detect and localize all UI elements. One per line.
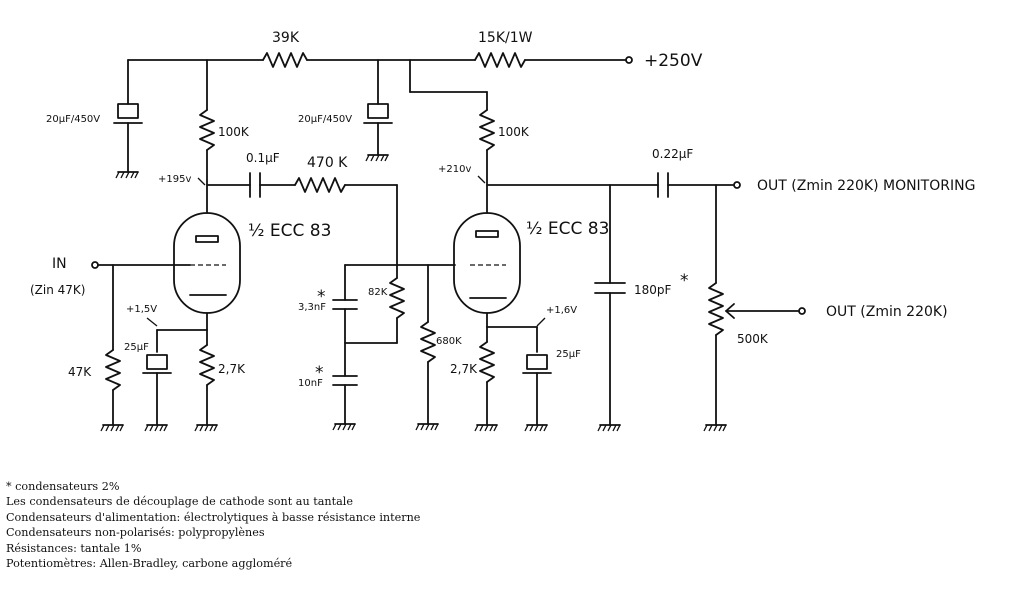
- c-25uf-left-label: 25µF: [124, 342, 149, 353]
- r-680k-label: 680K: [436, 336, 462, 347]
- plate-resistor-right: [409, 59, 495, 214]
- tone-network: [332, 264, 456, 431]
- cathode-network-right: [474, 312, 552, 432]
- c-022uf-label: 0.22µF: [652, 147, 693, 161]
- c-33nf-label: 3,3nF: [298, 302, 326, 313]
- pot-500k-label: 500K: [737, 332, 769, 346]
- r-27k-left-label: 2,7K: [218, 362, 246, 376]
- r-470k-label: 470 K: [307, 155, 348, 171]
- input-impedance-label: (Zin 47K): [30, 283, 85, 297]
- c-180pf-star: *: [680, 271, 689, 291]
- c-25uf-right-label: 25µF: [556, 349, 581, 360]
- note-line: Condensateurs non-polarisés: polypropylè…: [6, 526, 265, 540]
- note-line: * condensateurs 2%: [6, 480, 120, 493]
- cathode-network-left: [142, 312, 218, 432]
- input-network: [91, 261, 191, 432]
- c-20uf-left-label: 20µF/450V: [46, 114, 100, 125]
- input-label: IN: [52, 256, 67, 272]
- c-10nf-star: *: [315, 363, 324, 383]
- v-15-label: +1,5V: [126, 304, 157, 315]
- tube-left: [173, 212, 241, 314]
- c-20uf-mid-label: 20µF/450V: [298, 114, 352, 125]
- supply-capacitor-mid: [363, 59, 393, 162]
- coupling-network-left: [206, 172, 398, 279]
- r-82k-label: 82K: [368, 287, 388, 298]
- supply-voltage-label: +250V: [644, 51, 703, 71]
- note-line: Résistances: tantale 1%: [6, 541, 142, 555]
- preamp-schematic: 39K 15K/1W +250V 20µF/450V 20µF/450V 100…: [30, 30, 975, 432]
- component-notes: * condensateurs 2% Les condensateurs de …: [6, 479, 420, 571]
- note-line: Potentiomètres: Allen-Bradley, carbone a…: [6, 557, 293, 571]
- supply-capacitor-left: [113, 59, 143, 179]
- output-network: [486, 172, 806, 432]
- c-01uf-label: 0.1µF: [246, 151, 280, 165]
- v-210-label: +210v: [438, 164, 471, 175]
- v-195-label: +195v: [158, 174, 191, 185]
- r-39k-label: 39K: [272, 30, 300, 46]
- r-100k-left-label: 100K: [218, 125, 250, 139]
- tube-right-label: ½ ECC 83: [526, 219, 609, 239]
- r-47k-label: 47K: [68, 365, 92, 379]
- tube-left-label: ½ ECC 83: [248, 221, 331, 241]
- c-33nf-star: *: [317, 287, 326, 307]
- r-15k-label: 15K/1W: [478, 30, 533, 46]
- note-line: Les condensateurs de découplage de catho…: [6, 495, 353, 509]
- c-180pf-label: 180pF: [634, 283, 672, 297]
- out-main-label: OUT (Zmin 220K): [826, 304, 948, 320]
- plate-resistor-left: [199, 59, 215, 214]
- r-27k-right-label: 2,7K: [450, 362, 478, 376]
- supply-rail: [127, 52, 633, 68]
- tube-right: [453, 212, 521, 314]
- out-monitoring-label: OUT (Zmin 220K) MONITORING: [757, 178, 975, 194]
- r-100k-right-label: 100K: [498, 125, 530, 139]
- v-16-label: +1,6V: [546, 305, 577, 316]
- note-line: Condensateurs d'alimentation: électrolyt…: [6, 510, 421, 524]
- c-10nf-label: 10nF: [298, 378, 323, 389]
